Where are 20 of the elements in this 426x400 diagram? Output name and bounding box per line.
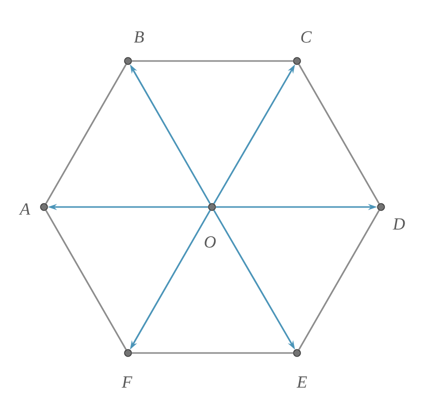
line <box>298 210 380 350</box>
point-label: F <box>122 376 132 388</box>
point-label: B <box>134 31 144 43</box>
point-dot <box>124 349 132 357</box>
point-label: D <box>392 218 405 230</box>
line <box>45 210 127 350</box>
line <box>45 64 127 204</box>
line <box>132 352 294 354</box>
line <box>298 64 380 204</box>
point-dot <box>293 349 301 357</box>
point-dot <box>377 203 385 211</box>
line <box>132 60 294 62</box>
point-label: E <box>296 376 307 388</box>
point-dot <box>293 57 301 65</box>
point-dot <box>208 203 216 211</box>
point-label: C <box>301 31 312 43</box>
point-label: A <box>18 203 30 215</box>
point-dot <box>40 203 48 211</box>
point-label: O <box>204 236 216 248</box>
point-dot <box>124 57 132 65</box>
